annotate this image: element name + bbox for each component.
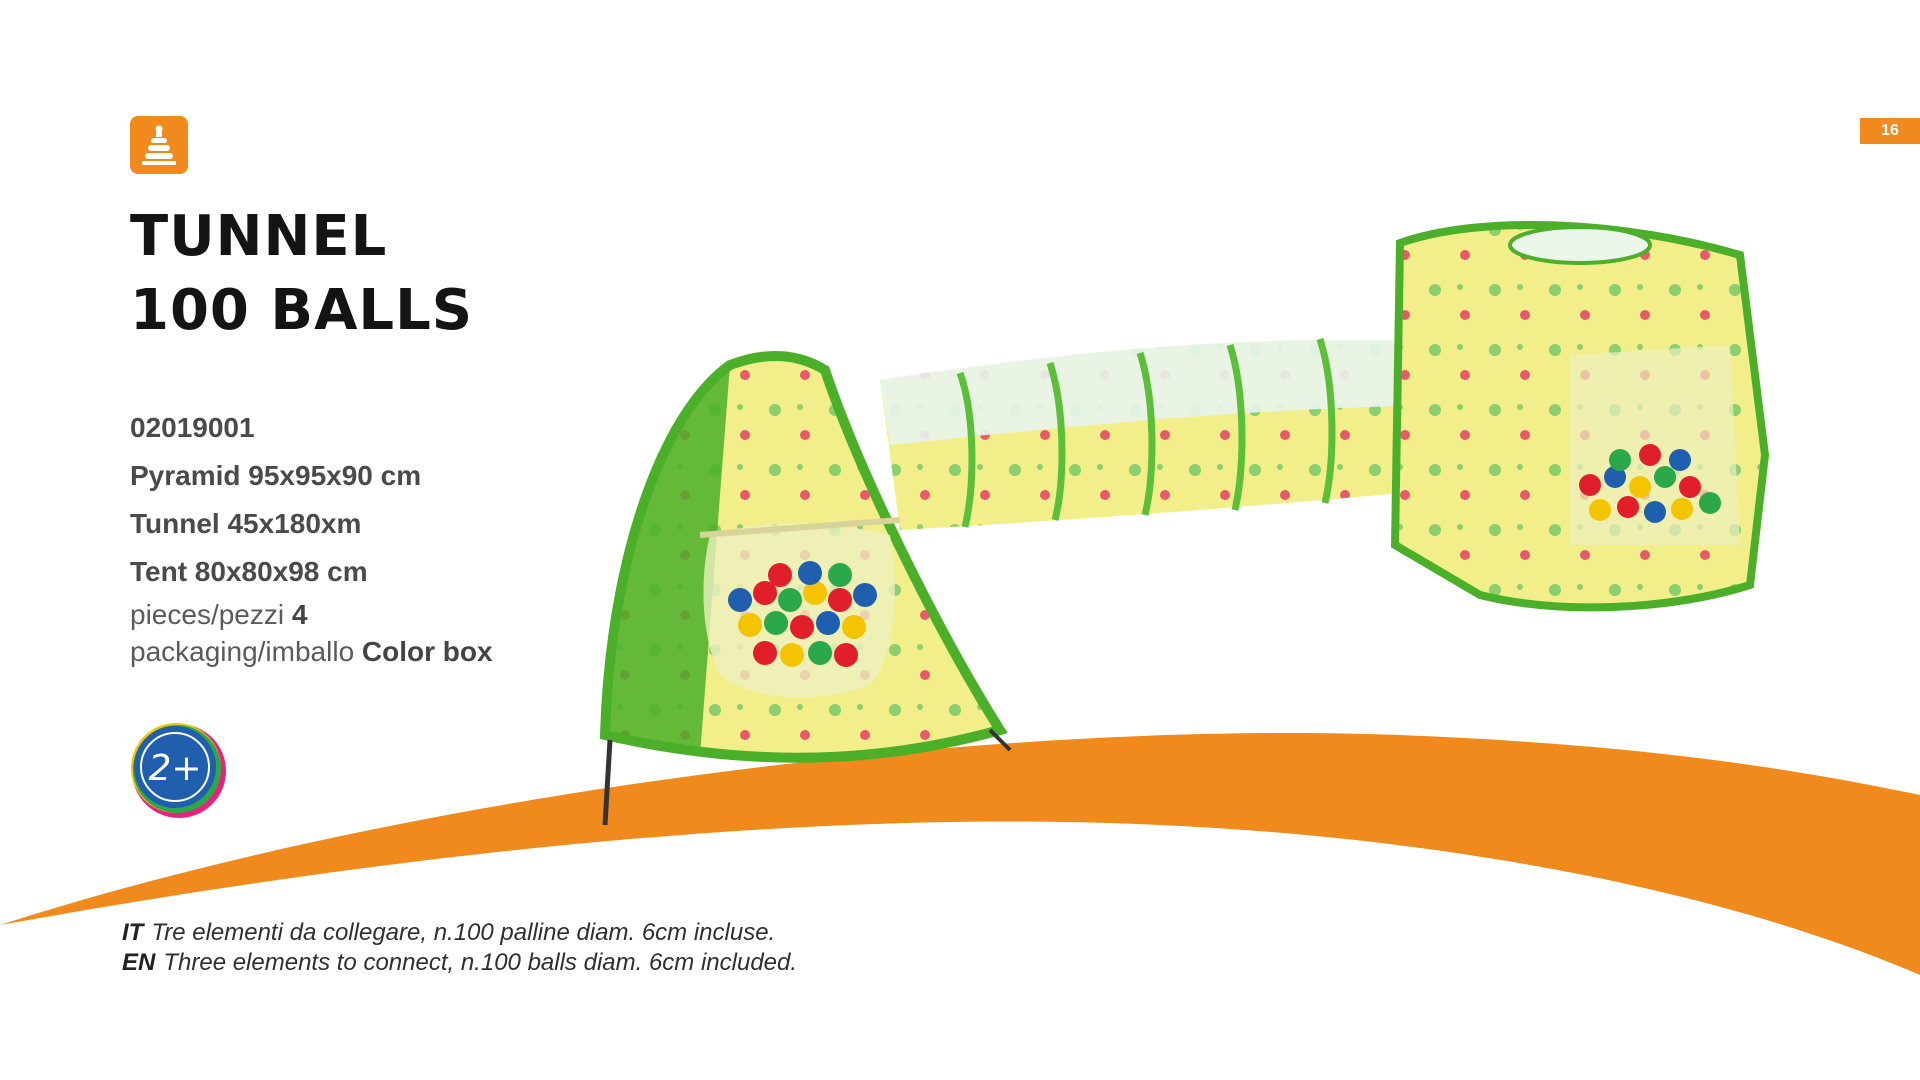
stacking-rings-toy-icon (130, 116, 188, 174)
description-it-text: Tre elementi da collegare, n.100 palline… (151, 919, 776, 946)
pieces-value: 4 (291, 599, 308, 630)
packaging-value: Color box (361, 636, 493, 667)
product-specs: 02019001 Pyramid 95x95x90 cm Tunnel 45x1… (130, 404, 493, 670)
description-it: IT Tre elementi da collegare, n.100 palli… (122, 918, 797, 948)
title-line-2: 100 BALLS (130, 278, 474, 343)
packaging-label: packaging/imballo (130, 636, 355, 667)
product-title: TUNNEL 100 BALLS (130, 200, 473, 348)
product-code: 02019001 (130, 412, 255, 443)
pieces-label: pieces/pezzi (130, 599, 285, 630)
description-en-label: EN (122, 949, 156, 976)
description-it-label: IT (122, 919, 144, 946)
spec-pyramid: Pyramid 95x95x90 cm (130, 460, 422, 491)
spec-pieces: pieces/pezzi 4 (130, 596, 493, 633)
spec-tunnel: Tunnel 45x180xm (130, 508, 362, 539)
page-number: 16 (1860, 118, 1920, 144)
description-en-text: Three elements to connect, n.100 balls d… (163, 949, 798, 976)
description-en: EN Three elements to connect, n.100 balls… (122, 948, 797, 978)
spec-packaging: packaging/imballo Color box (130, 633, 493, 670)
age-badge: 2+ (130, 722, 228, 820)
spec-tent: Tent 80x80x98 cm (130, 556, 368, 587)
product-image-tunnel-tent (599, 220, 1770, 826)
title-line-1: TUNNEL (130, 204, 388, 269)
age-badge-label: 2+ (148, 748, 201, 789)
product-description: IT Tre elementi da collegare, n.100 palli… (122, 918, 797, 978)
